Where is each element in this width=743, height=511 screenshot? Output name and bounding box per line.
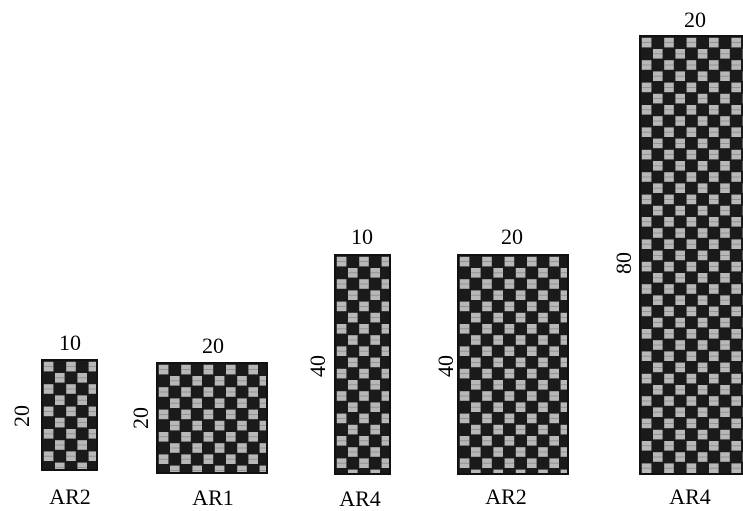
weave-texture: [459, 256, 567, 473]
weave-panel: [457, 254, 569, 475]
specimen-height-label: 40: [307, 355, 329, 377]
weave-tow: [516, 470, 526, 473]
weave-panel: [41, 359, 98, 471]
specimen-height-label: 20: [11, 405, 33, 427]
specimen-height-label: 40: [435, 355, 457, 377]
weave-tow: [260, 466, 266, 472]
weave-texture: [43, 361, 96, 469]
specimen-height-label: 20: [130, 407, 152, 429]
aspect-ratio-label: AR2: [49, 486, 91, 508]
weave-tow: [192, 466, 202, 472]
weave-tow: [55, 463, 65, 469]
weave-tow: [170, 466, 180, 472]
weave-texture: [158, 364, 266, 472]
specimen-width-label: 20: [501, 226, 523, 248]
weave-panel: [156, 362, 268, 474]
weave-panel: [334, 254, 391, 475]
weave-tow: [471, 470, 481, 473]
aspect-ratio-label: AR1: [192, 487, 234, 509]
specimen-width-label: 20: [684, 9, 706, 31]
specimen-width-label: 20: [202, 335, 224, 357]
specimen-height-label: 80: [613, 252, 635, 274]
aspect-ratio-label: AR2: [485, 486, 527, 508]
weave-tow: [493, 470, 503, 473]
weave-tow: [215, 466, 225, 472]
aspect-ratio-label: AR4: [339, 488, 381, 510]
weave-tow: [370, 470, 380, 473]
weave-tow: [237, 466, 247, 472]
weave-tow: [561, 470, 567, 473]
weave-texture: [641, 37, 743, 473]
weave-tow: [77, 463, 87, 469]
weave-tow: [348, 470, 358, 473]
specimen-width-label: 10: [351, 226, 373, 248]
specimen-width-label: 10: [59, 332, 81, 354]
weave-texture: [336, 256, 389, 473]
weave-panel: [639, 35, 743, 475]
aspect-ratio-label: AR4: [669, 486, 711, 508]
weave-tow: [538, 470, 548, 473]
